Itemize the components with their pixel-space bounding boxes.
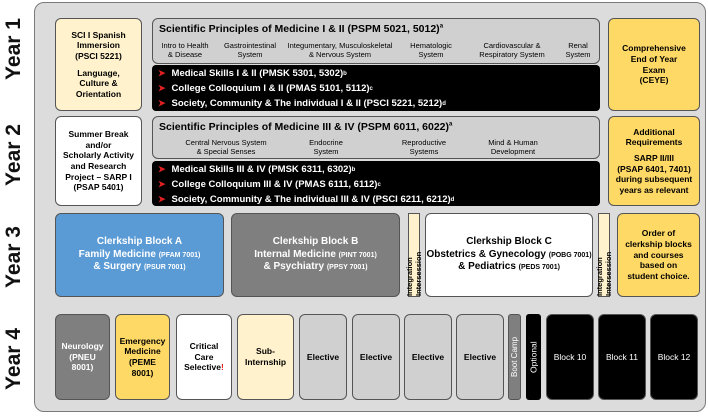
subject-cardio: Cardiovascular &Respiratory System [479, 41, 545, 59]
course-medical-skills-1: ➤Medical Skills I & II (PMSK 5301, 5302)… [158, 68, 347, 79]
course-medical-skills-2: ➤Medical Skills III & IV (PMSK 6311, 630… [158, 164, 356, 175]
clerkship-order-box: Order of clerkship blocks and courses ba… [617, 213, 700, 297]
boot-camp-box: Boot Camp [508, 314, 521, 400]
sp2-title: Scientific Principles of Medicine III & … [159, 121, 453, 133]
arrow-icon: ➤ [158, 98, 166, 108]
elective-box-1: Elective [299, 314, 347, 400]
emergency-medicine-box: Emergency Medicine (PEME 8001) [115, 314, 170, 400]
ceye-exam-box: Comprehensive End of Year Exam (CEYE) [608, 18, 700, 111]
year-4-label: Year 4 [2, 328, 25, 390]
scientific-principles-2-box: Scientific Principles of Medicine III & … [152, 116, 600, 159]
elective-box-4: Elective [456, 314, 504, 400]
year1-courses-box: ➤Medical Skills I & II (PMSK 5301, 5302)… [152, 65, 600, 111]
course-society-1: ➤Society, Community & The individual I &… [158, 98, 446, 109]
year-1-label: Year 1 [2, 18, 25, 80]
clerkship-block-b: Clerkship Block B Internal Medicine (PIN… [231, 213, 400, 297]
additional-requirements-box: Additional Requirements SARP II/III (PSA… [608, 116, 700, 206]
arrow-icon: ➤ [158, 194, 166, 204]
block-10-box: Block 10 [546, 314, 594, 400]
integration-intersession-1: Integration Intersession [405, 213, 423, 297]
subject-intro: Intro to Health& Disease [161, 41, 209, 59]
course-society-2: ➤Society, Community & The individual III… [158, 194, 455, 205]
arrow-icon: ➤ [158, 68, 166, 78]
arrow-icon: ➤ [158, 164, 166, 174]
year-2-label: Year 2 [2, 124, 25, 186]
summer-break-box: Summer Break and/or Scholarly Activity a… [55, 116, 142, 206]
critical-care-box: Critical Care Selective! [176, 314, 232, 400]
arrow-icon: ➤ [158, 179, 166, 189]
block-11-box: Block 11 [598, 314, 646, 400]
subject-cns: Central Nervous System& Special Senses [185, 138, 267, 156]
scientific-principles-1-box: Scientific Principles of Medicine I & II… [152, 18, 600, 64]
optional-box: Optional [526, 314, 541, 400]
course-colloquium-1: ➤College Colloquium I & II (PMAS 5101, 5… [158, 83, 373, 94]
sub-internship-box: Sub- Internship [237, 314, 294, 400]
elective-box-2: Elective [352, 314, 400, 400]
block-12-box: Block 12 [650, 314, 698, 400]
course-colloquium-2: ➤College Colloquium III & IV (PMAS 6111,… [158, 179, 381, 190]
integration-intersession-2: Integration Intersession [595, 213, 613, 297]
clerkship-block-a: Clerkship Block A Family Medicine (PFAM … [55, 213, 224, 297]
spanish-immersion-box: SCI I Spanish Immersion (PSCI 5221) Lang… [55, 18, 142, 111]
year2-courses-box: ➤Medical Skills III & IV (PMSK 6311, 630… [152, 161, 600, 206]
elective-box-3: Elective [404, 314, 452, 400]
year-3-label: Year 3 [2, 226, 25, 288]
arrow-icon: ➤ [158, 83, 166, 93]
neurology-box: Neurology (PNEU 8001) [55, 314, 110, 400]
clerkship-block-c: Clerkship Block C Obstetrics & Gynecolog… [425, 213, 593, 297]
sp1-title: Scientific Principles of Medicine I & II… [159, 23, 444, 35]
subject-integumentary: Integumentary, Musculoskeletal& Nervous … [287, 41, 393, 59]
